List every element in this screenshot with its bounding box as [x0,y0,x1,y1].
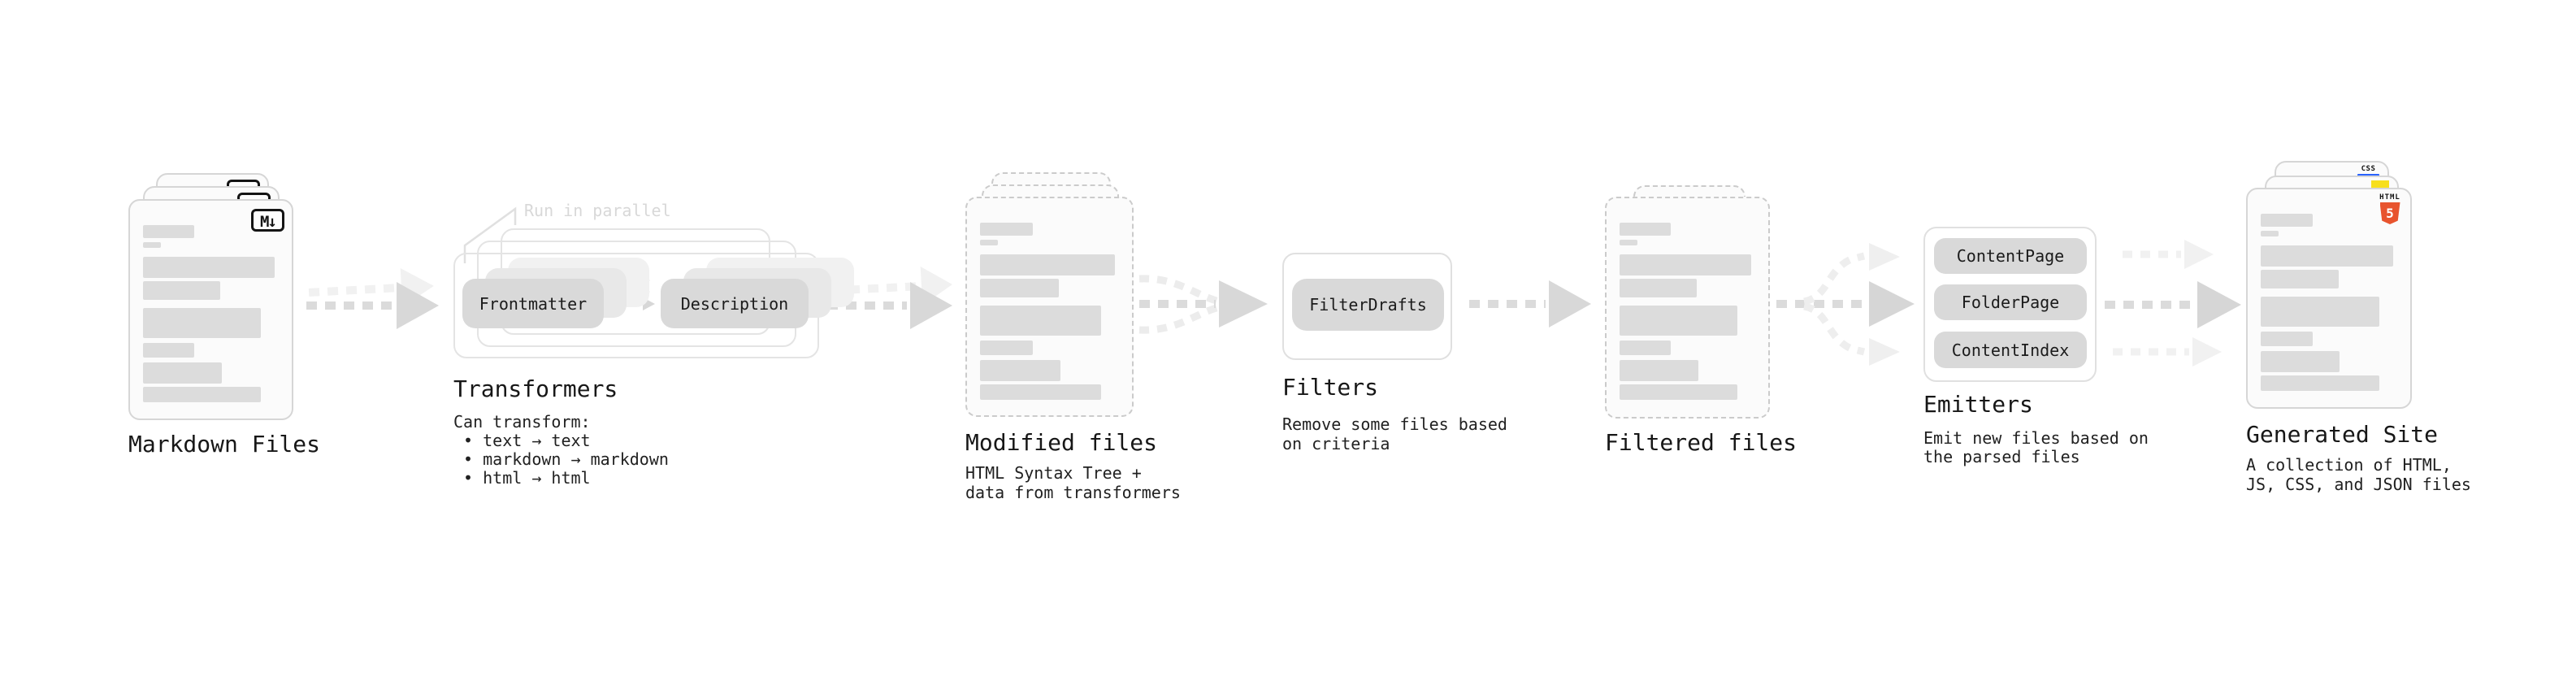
text-line-placeholder [1620,240,1637,245]
text-line-placeholder [2261,375,2380,391]
text-line-placeholder [1620,279,1698,297]
text-line-placeholder [980,254,1115,275]
flow-arrow-filtered-to-emitters [1776,243,1915,366]
modified-file-card-front [965,197,1134,417]
text-line-placeholder [2261,332,2313,346]
html5-icon: HTML 5 [2379,194,2401,224]
text-line-placeholder [2261,351,2340,372]
text-line-placeholder [2261,214,2313,227]
text-line-placeholder [143,225,195,238]
html5-icon-word: HTML [2379,193,2400,202]
flow-arrow-emitters-to-site [2105,240,2241,367]
text-line-placeholder [980,223,1033,236]
file-text-placeholder-lines [967,198,1132,400]
html5-icon-shield: 5 [2379,202,2400,224]
emitters-description: Emit new files based on the parsed files [1923,428,2149,466]
flow-arrow-modified-to-filters [1138,275,1268,334]
text-line-placeholder [143,257,275,278]
text-line-placeholder [143,308,262,338]
modified-files-description: HTML Syntax Tree + data from transformer… [965,463,1181,502]
text-line-placeholder [143,281,221,300]
text-line-placeholder [2261,297,2380,327]
filters-label: Filters [1282,374,1379,401]
generated-site-label: Generated Site [2246,421,2439,448]
text-line-placeholder [980,384,1101,400]
file-text-placeholder-lines [1607,198,1768,400]
run-in-parallel-callout: Run in parallel [524,201,671,220]
contentindex-emitter-pill: ContentIndex [1934,332,2087,368]
filters-description: Remove some files based on criteria [1282,414,1507,453]
text-line-placeholder [980,340,1033,355]
folderpage-emitter-pill: FolderPage [1934,284,2087,320]
flow-arrow-markdown-to-transformers [306,282,439,329]
text-line-placeholder [980,279,1060,297]
transformers-label: Transformers [453,375,618,402]
text-line-placeholder [143,387,262,402]
site-file-card-html: HTML 5 [2246,188,2412,409]
contentpage-emitter-pill: ContentPage [1934,238,2087,274]
frontmatter-transformer-pill: Frontmatter [462,279,604,328]
text-line-placeholder [2261,270,2339,288]
text-line-placeholder [980,306,1101,336]
markdown-icon: M↓ [251,209,284,232]
html5-icon-number: 5 [2386,206,2394,221]
text-line-placeholder [1620,223,1672,236]
text-line-placeholder [143,242,161,248]
text-line-placeholder [1620,306,1738,336]
text-line-placeholder [980,240,999,245]
text-line-placeholder [1620,340,1672,355]
file-text-placeholder-lines [2248,189,2410,391]
flow-arrow-transformers-to-modified [827,282,952,329]
markdown-files-label: Markdown Files [128,431,321,458]
file-text-placeholder-lines [130,201,292,402]
modified-files-label: Modified files [965,429,1158,456]
generated-site-description: A collection of HTML, JS, CSS, and JSON … [2246,455,2471,494]
transformers-description: Can transform: • text → text • markdown … [453,412,669,488]
text-line-placeholder [1620,384,1738,400]
text-line-placeholder [980,360,1061,381]
filtered-files-label: Filtered files [1605,429,1798,456]
flow-arrow-filters-to-filtered [1469,280,1591,327]
text-line-placeholder [143,343,195,358]
filtered-file-card-front [1605,197,1770,419]
markdown-file-card-front: M↓ [128,199,293,420]
text-line-placeholder [2261,245,2393,267]
filterdrafts-pill: FilterDrafts [1292,279,1444,331]
emitters-label: Emitters [1923,391,2033,418]
text-line-placeholder [143,362,222,384]
description-transformer-pill: Description [661,279,809,328]
text-line-placeholder [1620,360,1698,381]
text-line-placeholder [2261,231,2279,236]
text-line-placeholder [1620,254,1751,275]
css-icon-word: CSS [2361,165,2376,173]
